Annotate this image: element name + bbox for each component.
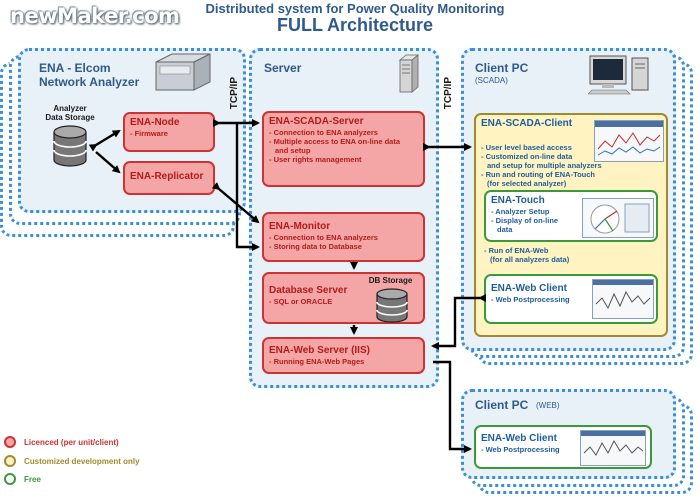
ena-replicator-title: ENA-Replicator [130, 171, 204, 182]
ena-scada-client-item-2: - Customized on-line data [481, 152, 573, 161]
ena-monitor-item-1: - Connection to ENA analyzers [269, 233, 378, 242]
ena-scada-server-item-1: - Connection to ENA analyzers [269, 128, 378, 137]
ena-replicator-box: ENA-Replicator [123, 161, 215, 195]
analyzer-storage-label-2: Data Storage [45, 113, 95, 122]
server-database-icon [376, 288, 408, 323]
server-tower-icon [398, 54, 420, 93]
ena-scada-server-item-2: - Multiple access to ENA on-line data [269, 137, 400, 146]
ena-node-box: ENA-Node - Firmware [123, 112, 215, 152]
analyzer-storage-label-1: Analyzer [53, 104, 87, 113]
ena-web-server-box: ENA-Web Server (IIS) - Running ENA-Web P… [262, 337, 425, 374]
legend-label-customized: Customized development only [24, 457, 140, 466]
run-web-item-2: (for all analyzers data) [490, 255, 570, 264]
ena-web-server-item-1: - Running ENA-Web Pages [269, 357, 365, 366]
ena-web-client-scada-item-1: - Web Postprocessing [491, 295, 570, 304]
legend-dot-licenced [4, 436, 16, 448]
ena-panel-title-1: ENA - Elcom [39, 61, 111, 75]
ena-touch-item-2: - Display of on-line [491, 216, 559, 225]
ena-touch-item-1: - Analyzer Setup [491, 207, 550, 216]
ena-scada-server-box: ENA-SCADA-Server - Connection to ENA ana… [262, 111, 425, 187]
ena-touch-item-3: data [497, 225, 513, 234]
database-server-item-1: - SQL or ORACLE [269, 297, 333, 306]
desktop-pc-icon [588, 55, 649, 95]
diagram-subtitle: FULL Architecture [276, 15, 434, 35]
diagram-title: Distributed system for Power Quality Mon… [205, 1, 505, 16]
legend-label-free: Free [24, 475, 41, 484]
legend-dot-free [4, 473, 16, 485]
ena-node-title: ENA-Node [130, 117, 180, 128]
ena-touch-title: ENA-Touch [491, 195, 545, 206]
ena-scada-server-item-3: and setup [275, 146, 311, 155]
ena-scada-client-item-1: - User level based access [481, 143, 572, 152]
legend-label-licenced: Licenced (per unit/client) [24, 438, 119, 447]
client-web-subtitle: (WEB) [536, 401, 560, 410]
run-web-item-1: - Run of ENA-Web [484, 246, 549, 255]
web-client-web-thumbnail [580, 430, 646, 466]
analyzer-device-icon [155, 53, 211, 91]
database-server-title: Database Server [269, 285, 348, 296]
ena-scada-client-item-5: (for selected analyzer) [487, 179, 567, 188]
ena-node-item-1: - Firmware [130, 129, 168, 138]
analyzer-database-icon [53, 125, 87, 167]
legend-dot-customized [4, 455, 16, 467]
ena-monitor-box: ENA-Monitor - Connection to ENA analyzer… [262, 212, 425, 262]
scada-client-screenshot-thumbnail [594, 120, 664, 162]
ena-scada-client-item-4: - Run and routing of ENA-Touch [481, 170, 596, 179]
client-web-title: Client PC [475, 398, 529, 412]
ena-scada-server-item-4: - User rights management [269, 155, 362, 164]
ena-scada-server-title: ENA-SCADA-Server [269, 116, 364, 127]
ena-web-client-web-item-1: - Web Postprocessing [481, 445, 560, 454]
ena-web-server-title: ENA-Web Server (IIS) [269, 345, 370, 356]
watermark-logo: newMaker.com [10, 4, 180, 28]
server-panel-title: Server [264, 61, 302, 75]
ena-panel-title-2: Network Analyzer [39, 75, 140, 89]
ena-web-client-scada-title: ENA-Web Client [491, 283, 567, 294]
ena-web-client-web-title: ENA-Web Client [481, 433, 557, 444]
client-scada-subtitle: (SCADA) [475, 76, 508, 85]
web-client-scada-thumbnail [592, 279, 654, 319]
ena-touch-screenshot-thumbnail [582, 198, 654, 238]
ena-scada-client-title: ENA-SCADA-Client [481, 118, 573, 129]
client-scada-title: Client PC [475, 61, 529, 75]
ena-scada-client-item-3: and setup for multiple analyzers [487, 161, 602, 170]
ena-monitor-item-2: - Storing data to Database [269, 242, 362, 251]
ena-monitor-title: ENA-Monitor [269, 221, 331, 232]
db-storage-label: DB Storage [368, 276, 413, 285]
